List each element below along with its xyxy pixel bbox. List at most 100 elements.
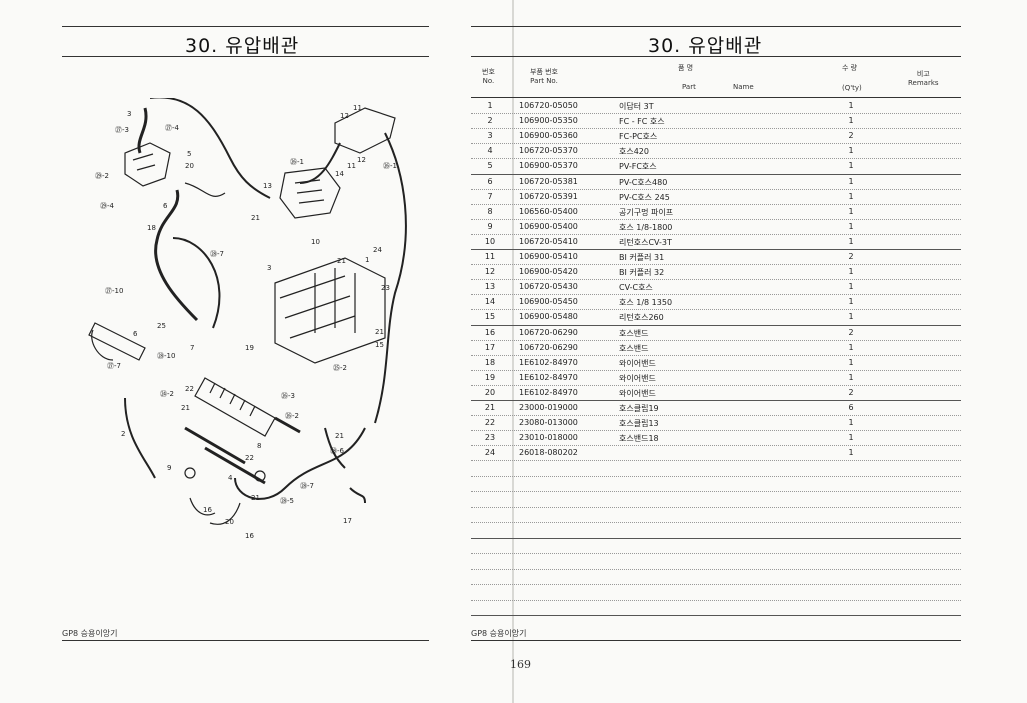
callout: 4 [228,474,233,482]
left-page-title: 30. 유압배관 [185,35,300,57]
row-number: 21 [484,403,496,412]
valve-block-left [124,142,171,187]
part-number: 23010-018000 [519,433,578,443]
left-header-rule-bottom [62,56,429,57]
row-number: 22 [484,418,496,428]
callout: 5 [187,150,191,158]
callout: 21 [251,214,260,222]
callout: 21 [335,432,344,440]
page-gutter [512,0,514,703]
quantity: 1 [848,357,854,367]
part-name: CV-C호스 [619,283,653,293]
part-name: FC-PC호스 [619,132,658,142]
row-divider [471,415,961,417]
callout: 14 [335,170,344,178]
part-name: BI 커플러 31 [619,253,665,262]
row-divider [471,460,961,462]
hydraulic-piping-diagram: 3 ㉗-3 ㉗-4 5 20 ㉙-2 ㉙-4 6 13 18 ㉖-1 14 12… [88,98,407,540]
part-name: PV-C호스 245 [619,192,670,202]
callout: ㉖-2 [285,412,299,420]
part-number: 106720-05050 [519,101,578,110]
callout: ㉖-1 [290,158,304,166]
callout: 19 [245,344,254,352]
callout: 8 [257,442,261,450]
quantity: 1 [848,418,854,428]
callout: 21 [251,494,260,502]
row-number: 7 [487,191,493,201]
part-name: 리턴호스260 [619,313,664,323]
row-number: 12 [484,267,496,277]
callout: 21 [181,404,190,412]
left-header-rule-top [62,26,429,27]
quantity: 2 [848,252,854,261]
quantity: 1 [848,312,854,322]
callout: 20 [185,162,194,170]
quantity: 1 [848,161,854,171]
part-number: 106900-05360 [519,131,578,141]
empty-row-line [471,584,961,586]
callout: 13 [263,182,272,190]
quantity: 1 [848,116,854,126]
hitch-frame [274,257,386,364]
right-footer-label: GP8 승용이앙기 [471,629,527,638]
part-number: 26018-080202 [519,448,578,458]
row-divider [471,294,961,296]
callout: ㉗-4 [165,124,180,132]
quantity: 1 [848,297,854,307]
callout: ㉗-3 [115,126,129,134]
callout: 21 [337,257,346,265]
callout: ㉘-5 [280,497,294,505]
callout: 9 [167,464,171,472]
callout: 15 [375,341,384,349]
row-divider [471,233,961,235]
callout: ㉖-1 [383,162,397,170]
row-number: 9 [487,221,493,231]
col-header-qty-en: (Q'ty) [842,84,862,92]
row-number: 11 [484,252,496,261]
part-name: 리턴호스CV-3T [619,237,672,247]
lift-cylinder [88,322,146,361]
row-number: 6 [487,176,493,186]
callout: 11 [347,162,356,170]
part-number: 106900-05450 [519,297,578,307]
row-number: 10 [484,236,496,246]
row-number: 13 [484,282,496,292]
col-header-name-kr: 품 명 [678,64,694,72]
row-divider [471,339,961,341]
part-name: FC - FC 호스 [619,117,665,127]
quantity: 1 [848,342,854,352]
part-name: 호스밴드18 [619,434,659,444]
part-number: 106900-05370 [519,161,578,171]
quantity: 1 [848,191,854,201]
row-number: 3 [487,131,493,141]
callout: 22 [245,454,254,462]
row-divider [471,369,961,371]
row-divider [471,249,961,250]
callout: 18 [147,224,156,232]
quantity: 1 [848,236,854,246]
part-number: 106720-06290 [519,342,578,352]
right-footer-rule [471,640,961,641]
row-divider [471,173,961,175]
callout: ㉙-4 [100,202,115,210]
part-name: 호스 1/8 1350 [619,298,673,308]
part-number: 23080-013000 [519,418,578,428]
callout: 6 [163,202,168,210]
row-divider [471,445,961,447]
callout: 2 [121,430,125,438]
callout: 24 [373,246,382,254]
quantity: 1 [848,433,854,443]
row-number: 24 [484,448,496,458]
part-number: 106900-05410 [519,252,578,261]
callout: 3 [267,264,271,272]
